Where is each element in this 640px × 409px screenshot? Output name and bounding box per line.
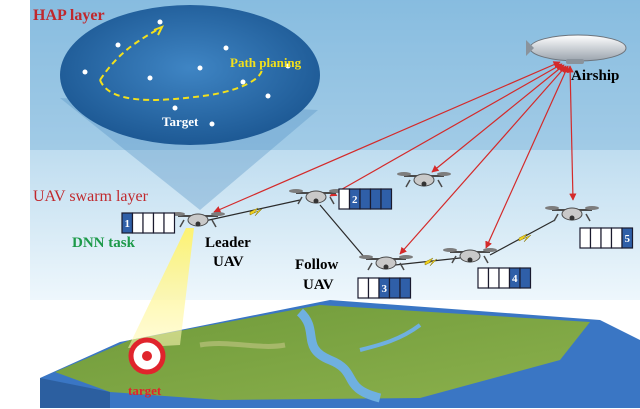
task-number: 4 bbox=[512, 273, 518, 285]
task-number: 2 bbox=[352, 194, 358, 206]
task-block-5: 5 bbox=[579, 227, 634, 249]
task-cell bbox=[359, 188, 372, 210]
task-cell bbox=[600, 227, 613, 249]
task-number: 3 bbox=[382, 283, 388, 295]
task-block-2: 2 bbox=[338, 188, 393, 210]
follow-label-line1: Follow bbox=[295, 257, 338, 273]
airship-links bbox=[213, 61, 577, 255]
follow-label-line2: UAV bbox=[303, 277, 334, 293]
task-cell bbox=[589, 227, 602, 249]
leader-drone-icon bbox=[171, 212, 225, 228]
leader-label-line1: Leader bbox=[205, 235, 251, 251]
task-block-3: 3 bbox=[357, 277, 412, 299]
task-cell bbox=[142, 212, 155, 234]
ground-target-label: target bbox=[128, 383, 162, 398]
task-cell bbox=[163, 212, 176, 234]
wireless-bolts bbox=[249, 207, 532, 267]
leader-label-line2: UAV bbox=[213, 254, 244, 270]
drone-6-icon bbox=[545, 206, 599, 222]
airship-label: Airship bbox=[571, 68, 619, 84]
task-cell bbox=[380, 188, 393, 210]
inset-target-label: Target bbox=[162, 114, 199, 129]
drone-4-icon bbox=[359, 255, 413, 271]
path-planning-label: Path planing bbox=[230, 55, 302, 70]
task-number: 1 bbox=[125, 218, 131, 230]
task-blocks: 1 2 3 4 5 bbox=[121, 188, 634, 299]
drone-2-icon bbox=[289, 189, 343, 205]
task-block-1: 1 bbox=[121, 212, 176, 234]
task-cell bbox=[579, 227, 592, 249]
task-cell bbox=[338, 188, 351, 210]
task-cell bbox=[487, 267, 500, 289]
task-cell bbox=[357, 277, 370, 299]
drone-3-icon bbox=[397, 172, 451, 188]
task-cell bbox=[498, 267, 511, 289]
task-cell bbox=[610, 227, 623, 249]
task-cell bbox=[152, 212, 165, 234]
uav-layer-title: UAV swarm layer bbox=[33, 188, 149, 205]
task-cell bbox=[131, 212, 144, 234]
dnn-task-label: DNN task bbox=[72, 235, 136, 251]
task-cell bbox=[621, 227, 634, 249]
drone-5-icon bbox=[443, 248, 497, 264]
task-block-4: 4 bbox=[477, 267, 532, 289]
terrain bbox=[40, 300, 640, 408]
hap-layer-title: HAP layer bbox=[33, 7, 105, 24]
task-cell bbox=[367, 277, 380, 299]
ground-target-icon bbox=[128, 337, 166, 375]
task-number: 5 bbox=[625, 233, 631, 245]
sensing-beam bbox=[128, 228, 194, 348]
airship-icon bbox=[526, 34, 627, 64]
task-cell bbox=[399, 277, 412, 299]
task-cell bbox=[477, 267, 490, 289]
planned-path bbox=[99, 27, 161, 81]
task-cell bbox=[369, 188, 382, 210]
task-cell bbox=[519, 267, 532, 289]
task-cell bbox=[388, 277, 401, 299]
